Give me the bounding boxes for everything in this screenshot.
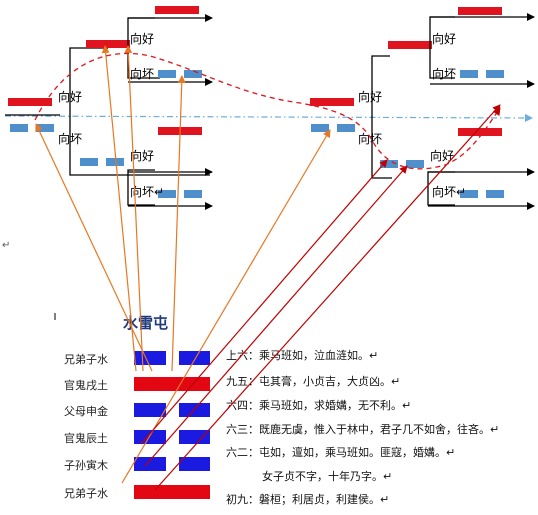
red-connector-arrow	[144, 165, 408, 467]
label-bad: 向坏↵	[130, 184, 164, 199]
relation-label: 兄弟子水	[64, 353, 108, 366]
timeline-axis	[4, 113, 533, 122]
node1a-yang-bar	[86, 40, 130, 48]
yin-line-left	[134, 457, 166, 471]
node2b-yin-bar-right	[406, 160, 424, 168]
root2-yin-bar-right	[337, 124, 355, 132]
label-bad: 向坏↵	[432, 184, 466, 199]
node2a-yang-bar	[388, 41, 432, 49]
yao-text: 六四：乘马班如，求婚媾，无不利。↵	[226, 398, 411, 412]
dashed-path-arrow	[34, 52, 501, 170]
yin-line-right	[179, 457, 210, 471]
node1b-yin-bar-left	[80, 158, 98, 166]
relation-label: 父母申金	[64, 404, 108, 418]
relation-label: 官鬼戌土	[64, 378, 108, 392]
label-good: 向好	[58, 89, 82, 104]
label-bad: 向坏	[358, 131, 382, 146]
leaf2a-bad-yin-bar-right	[486, 70, 504, 78]
leaf2b-bad-yin-bar-right	[486, 190, 504, 198]
red-connector-arrow	[154, 104, 501, 491]
orange-connector-arrow	[121, 129, 331, 484]
orange-connector-arrow	[124, 45, 144, 372]
return-mark: ↵	[2, 240, 10, 251]
label-good: 向好	[130, 148, 154, 163]
node2b-yin-bar-left	[380, 160, 398, 168]
label-good: 向好	[430, 148, 454, 163]
label-good: 向好	[432, 31, 456, 46]
yao-text: 上六：乘马班如，泣血涟如。↵	[226, 348, 378, 362]
leaf2a-bad-yin-bar-left	[460, 70, 478, 78]
yang-line	[134, 485, 210, 499]
hexagram-title: 水雷屯	[123, 314, 168, 332]
orange-connector-arrow	[101, 45, 137, 372]
root2-yin-bar-left	[311, 124, 329, 132]
relation-label: 官鬼辰土	[64, 431, 108, 445]
yin-line-right	[179, 430, 210, 444]
orange-connector-arrow	[171, 75, 186, 372]
yao-text: 九五：屯其膏，小贞吉，大贞凶。↵	[226, 374, 400, 388]
leaf2b-bad-yin-bar-left	[460, 190, 478, 198]
root2-yang-bar	[310, 98, 354, 106]
label-good: 向好	[130, 31, 154, 46]
yin-line-left	[134, 430, 166, 444]
yang-line	[134, 377, 210, 391]
red-connector-arrow	[140, 159, 388, 445]
leaf1b-bad-yin-bar-right	[184, 190, 202, 198]
yin-line-left	[134, 403, 166, 417]
leaf1a-bad-yin-bar-left	[158, 70, 176, 78]
leaf1a-bad-yin-bar-right	[184, 70, 202, 78]
node1b-bracket	[127, 169, 155, 206]
root1-yang-bar	[8, 98, 52, 106]
yao-text: 初九：磐桓；利居贞，利建侯。↵	[226, 492, 389, 506]
root1-yin-bar-left	[10, 124, 28, 132]
leaf2a-good-yang-bar	[458, 7, 502, 15]
leaf1a-good-yang-bar	[155, 6, 199, 14]
leaf1b-bad-yin-bar-left	[158, 190, 176, 198]
label-bad: 向坏	[432, 66, 456, 81]
tree2-main-bracket	[371, 55, 392, 179]
yao-text: 女子贞不字，十年乃字。↵	[262, 469, 392, 483]
yao-text: 六三：既鹿无虞，惟入于林中，君子几不如舍，往吝。↵	[226, 422, 499, 436]
label-bad: 向坏	[130, 66, 154, 81]
root1-yin-bar-right	[36, 124, 54, 132]
yin-line-right	[179, 351, 210, 365]
leaf2b-good-yang-bar	[458, 128, 502, 136]
label-bad: 向坏	[58, 131, 82, 146]
label-good: 向好	[358, 89, 382, 104]
yin-line-left	[134, 351, 166, 365]
node1b-yin-bar-right	[106, 158, 124, 166]
relation-label: 兄弟子水	[64, 487, 108, 500]
yao-text: 六二：屯如，邅如，乘马班如。匪寇，婚媾。↵	[226, 445, 455, 459]
relation-label: 子孙寅木	[64, 458, 108, 472]
